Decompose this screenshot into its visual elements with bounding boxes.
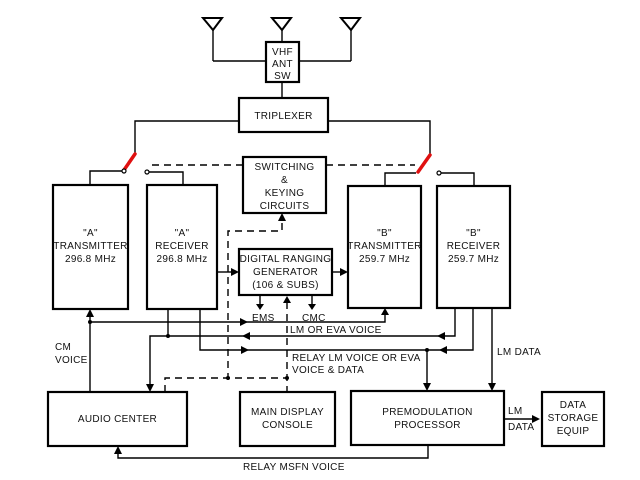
junction-dashed-2 xyxy=(285,376,289,380)
wire-triplexer-switch-a xyxy=(134,120,239,153)
switch-a-arm xyxy=(122,152,137,172)
a-transmitter-line-1: "A" xyxy=(83,228,98,239)
arrow-into-switching xyxy=(278,213,286,221)
arrow-into-storage xyxy=(532,415,540,423)
arrow-into-drg xyxy=(231,268,239,276)
lm-data-out-label-1: LM xyxy=(508,406,523,417)
dashed-to-switching xyxy=(227,219,283,380)
switch-a-contact-rx xyxy=(144,169,150,175)
arrow-relay-right xyxy=(241,346,249,354)
block-audio-center: AUDIO CENTER xyxy=(46,390,189,448)
block-b-receiver: "B" RECEIVER 259.7 MHz xyxy=(435,184,512,310)
arrow-into-premod-1 xyxy=(423,383,431,391)
switching-line-1: SWITCHING xyxy=(255,162,315,173)
relay-lm-label-1: RELAY LM VOICE OR EVA xyxy=(292,353,421,364)
arrow-into-drg-bottom xyxy=(283,296,291,303)
wire-switch-b-rx xyxy=(441,172,475,186)
a-receiver-line-1: "A" xyxy=(175,228,190,239)
data-storage-line-2: STORAGE xyxy=(548,413,599,424)
wire-switch-a-tx xyxy=(89,170,122,185)
lm-data-out-label-2: DATA xyxy=(508,422,534,433)
antenna-center-icon xyxy=(269,17,293,42)
drg-line-3: (106 & SUBS) xyxy=(252,280,318,291)
block-data-storage-equip: DATA STORAGE EQUIP xyxy=(540,390,606,448)
ems-label: EMS xyxy=(252,313,275,324)
switching-line-4: CIRCUITS xyxy=(260,201,310,212)
block-vhf-ant-sw: VHF ANT SW xyxy=(264,40,301,84)
wire-switch-b-tx xyxy=(384,172,416,186)
switch-a-contact-tx xyxy=(121,168,127,174)
block-triplexer: TRIPLEXER xyxy=(237,96,330,134)
block-a-transmitter: "A" TRANSMITTER 296.8 MHz xyxy=(51,183,130,311)
block-switching-keying: SWITCHING & KEYING CIRCUITS xyxy=(241,155,328,215)
arrow-cmc xyxy=(308,304,316,310)
relay-lm-label-2: VOICE & DATA xyxy=(292,365,364,376)
b-transmitter-line-3: 259.7 MHz xyxy=(359,254,410,265)
main-display-line-2: CONSOLE xyxy=(262,420,313,431)
switching-line-2: & xyxy=(281,175,288,186)
cm-voice-label-1: CM xyxy=(55,342,71,353)
a-transmitter-line-2: TRANSMITTER xyxy=(53,241,127,252)
arrow-voice-left-1 xyxy=(242,332,250,340)
premod-line-1: PREMODULATION xyxy=(382,407,472,418)
arrow-ems xyxy=(256,304,264,310)
block-premodulation-processor: PREMODULATION PROCESSOR xyxy=(349,389,506,447)
wire-lm-voice-to-audio xyxy=(149,308,456,386)
arrow-into-audio-center xyxy=(146,384,154,392)
b-transmitter-line-2: TRANSMITTER xyxy=(347,241,421,252)
drg-line-2: GENERATOR xyxy=(253,267,318,278)
switch-b-arm xyxy=(416,153,432,174)
audio-center-label: AUDIO CENTER xyxy=(78,414,157,425)
switch-b-contact-rx xyxy=(436,170,442,176)
premod-line-2: PROCESSOR xyxy=(394,420,461,431)
arrow-into-audio-center-bottom xyxy=(114,446,122,454)
arrow-relay-left xyxy=(439,346,447,354)
arrow-into-a-tx xyxy=(86,309,94,317)
data-storage-line-1: DATA xyxy=(560,400,586,411)
lm-eva-voice-label: LM OR EVA VOICE xyxy=(290,325,382,336)
block-digital-ranging-generator: DIGITAL RANGING GENERATOR (106 & SUBS) xyxy=(237,247,334,297)
vhf-ant-sw-line-2: ANT xyxy=(272,59,293,70)
block-b-transmitter: "B" TRANSMITTER 259.7 MHz xyxy=(346,184,423,310)
vhf-ant-sw-line-3: SW xyxy=(274,71,291,82)
lm-data-label: LM DATA xyxy=(497,347,541,358)
wire-triplexer-switch-b xyxy=(328,120,431,154)
relay-msfn-label: RELAY MSFN VOICE xyxy=(243,462,345,473)
triplexer-label: TRIPLEXER xyxy=(254,111,312,122)
a-receiver-line-2: RECEIVER xyxy=(155,241,209,252)
data-storage-line-3: EQUIP xyxy=(557,426,590,437)
main-display-line-1: MAIN DISPLAY xyxy=(251,407,324,418)
wire-switch-a-rx xyxy=(149,171,184,185)
block-a-receiver: "A" RECEIVER 296.8 MHz xyxy=(145,183,219,311)
antenna-right-icon xyxy=(338,17,362,61)
wire-relay-lm-voice xyxy=(199,308,474,351)
arrow-into-premod-2 xyxy=(488,383,496,391)
junction-dashed-1 xyxy=(226,376,230,380)
a-transmitter-line-3: 296.8 MHz xyxy=(65,254,116,265)
b-receiver-line-3: 259.7 MHz xyxy=(448,254,499,265)
vhf-ant-sw-line-1: VHF xyxy=(272,47,293,58)
wire-voice-to-b-tx xyxy=(90,314,386,323)
switching-line-3: KEYING xyxy=(265,188,305,199)
arrow-voice-left-2 xyxy=(437,332,445,340)
drg-line-1: DIGITAL RANGING xyxy=(240,254,332,265)
cm-voice-label-2: VOICE xyxy=(55,355,88,366)
block-main-display-console: MAIN DISPLAY CONSOLE xyxy=(238,390,337,448)
a-receiver-line-3: 296.8 MHz xyxy=(156,254,207,265)
arrow-into-b-tx-bottom xyxy=(381,308,389,315)
cmc-label: CMC xyxy=(302,313,326,324)
wire-relay-msfn-voice xyxy=(117,445,429,459)
antenna-left-icon xyxy=(200,17,224,61)
b-receiver-line-1: "B" xyxy=(466,228,481,239)
arrow-into-b-tx xyxy=(340,268,348,276)
arrow-voice-right xyxy=(240,318,248,326)
b-transmitter-line-1: "B" xyxy=(377,228,392,239)
dashed-audio-bus xyxy=(164,377,287,392)
b-receiver-line-2: RECEIVER xyxy=(447,241,501,252)
